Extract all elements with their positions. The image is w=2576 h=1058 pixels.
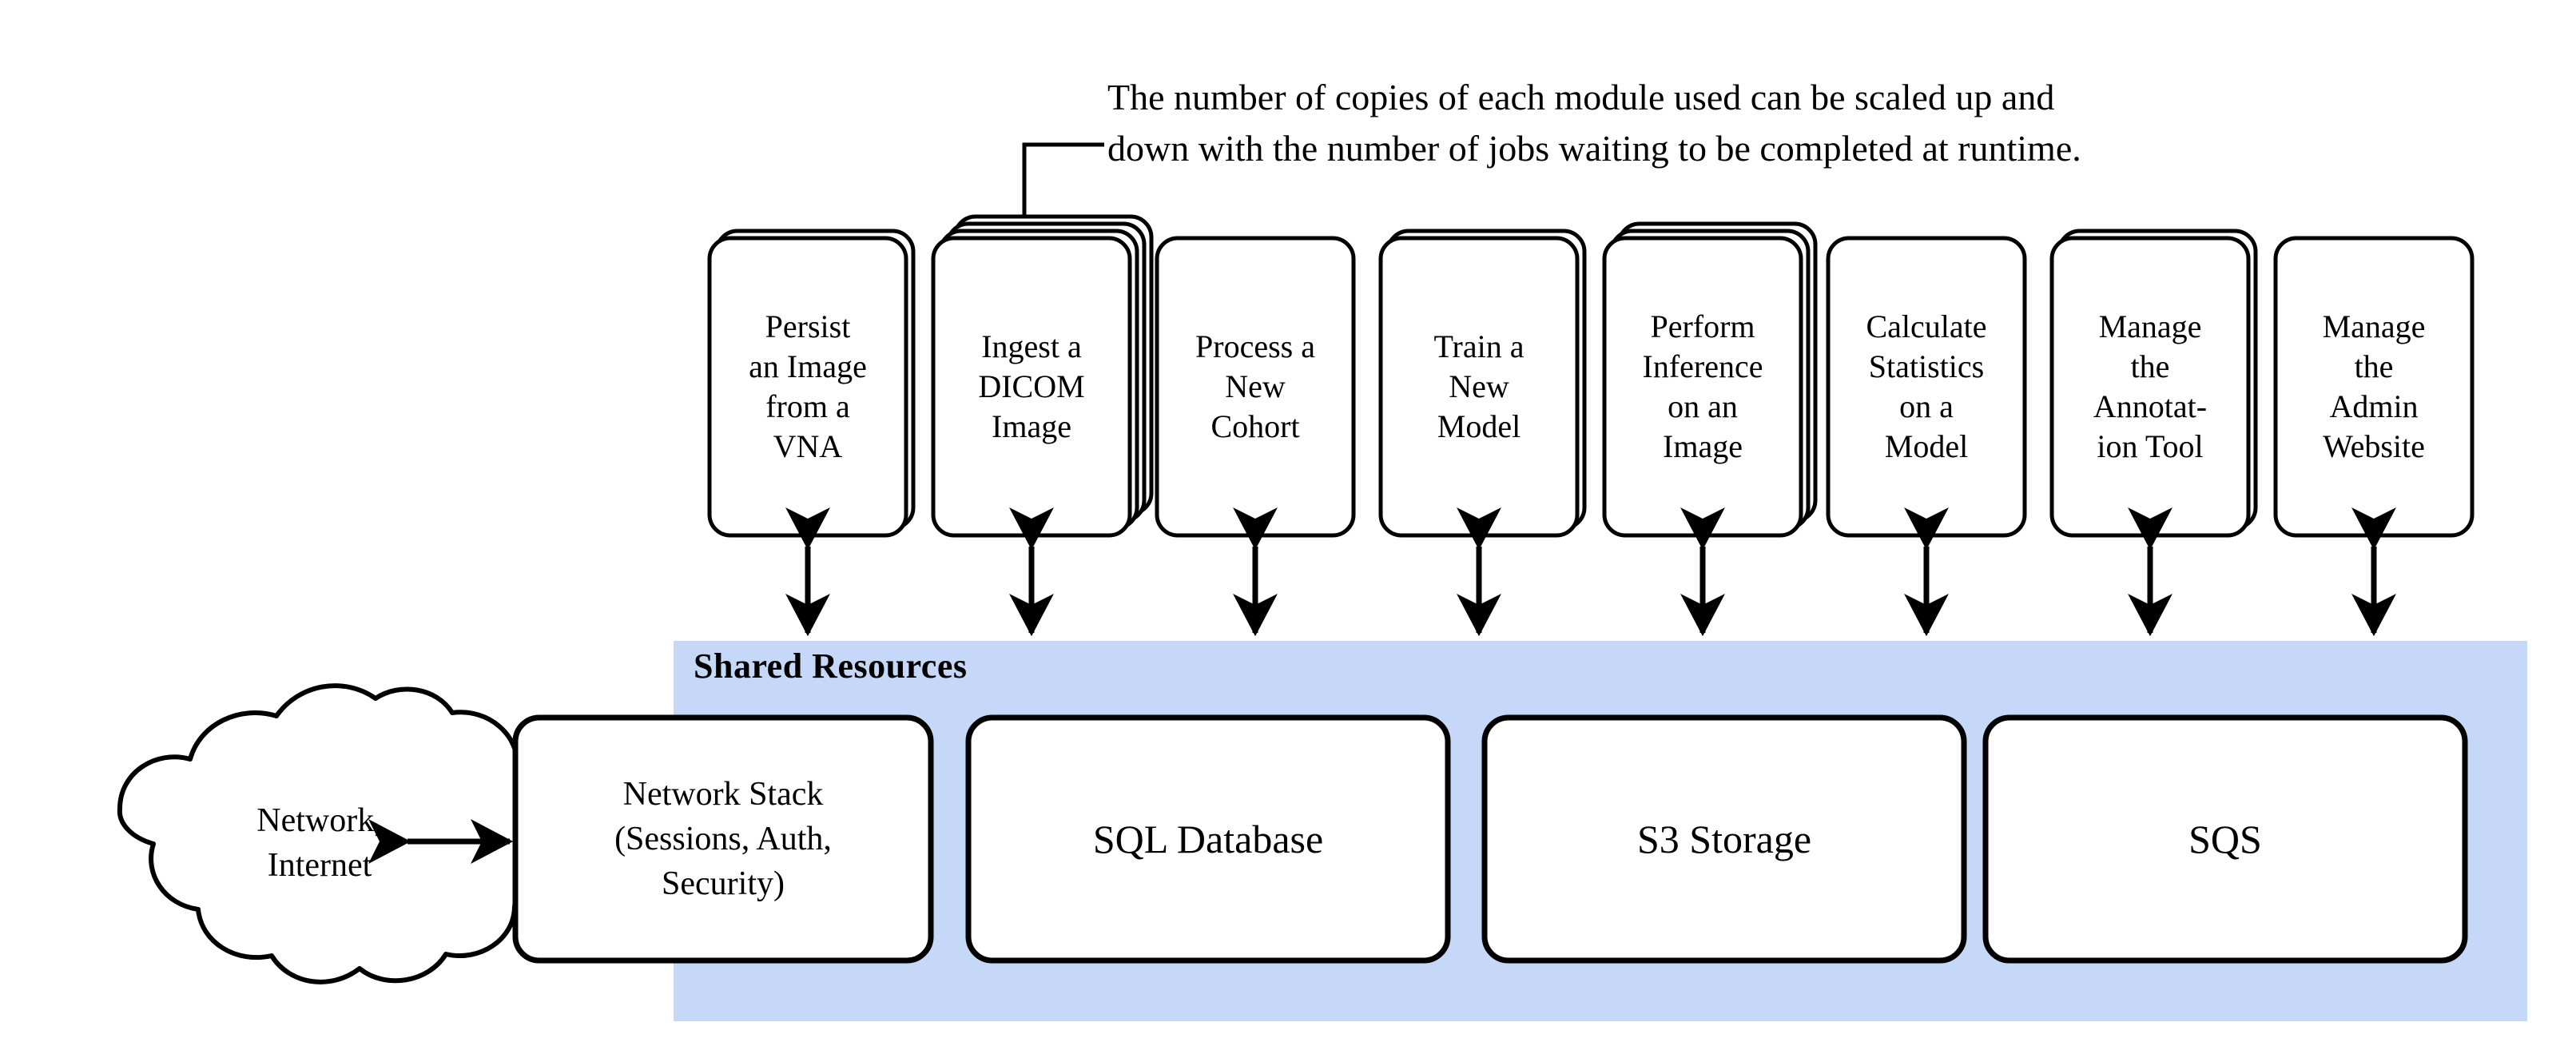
resource-box-sqs[interactable] (1982, 714, 2468, 964)
network-internet-cloud (117, 683, 546, 984)
shared-resource-boxes-layer (512, 714, 2468, 964)
module-band-arrows-layer (785, 507, 2396, 637)
resource-box-network-stack[interactable] (512, 714, 934, 964)
module-box-front (931, 236, 1132, 538)
module-boxes-layer (707, 214, 2475, 538)
module-persist-vna[interactable] (707, 229, 916, 538)
module-box-front (2273, 236, 2475, 538)
module-manage-annotation[interactable] (2049, 229, 2258, 538)
module-perform-inference[interactable] (1602, 221, 1818, 538)
module-ingest-dicom[interactable] (931, 214, 1154, 538)
module-manage-admin[interactable] (2273, 236, 2475, 538)
module-box-front (707, 236, 908, 538)
module-box-front (1602, 236, 1803, 538)
annotation-leader-line (1022, 142, 1104, 238)
module-train-model[interactable] (1378, 229, 1587, 538)
module-box-front (1155, 236, 1356, 538)
shared-resources-title: Shared Resources (694, 646, 968, 686)
module-box-front (1378, 236, 1580, 538)
module-box-front (2049, 236, 2251, 538)
resource-box-sql-database[interactable] (965, 714, 1451, 964)
resource-box-s3-storage[interactable] (1481, 714, 1967, 964)
module-process-cohort[interactable] (1155, 236, 1356, 538)
module-box-front (1826, 236, 2027, 538)
scaling-annotation-text: The number of copies of each module used… (1107, 77, 2081, 169)
module-calculate-stats[interactable] (1826, 236, 2027, 538)
